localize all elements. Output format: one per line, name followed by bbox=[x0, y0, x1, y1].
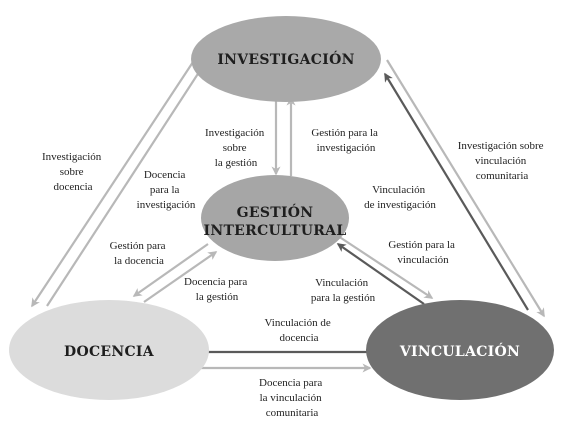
node-docencia-label: DOCENCIA bbox=[64, 344, 155, 360]
node-gestion-label-line1: GESTIÓN bbox=[237, 203, 314, 221]
label-inv-sobre-vinc: Investigación sobre vinculación comunita… bbox=[458, 140, 547, 182]
arrow-gestion-to-vinc bbox=[337, 235, 434, 299]
arrow-gestion-to-docencia bbox=[132, 243, 209, 297]
node-investigacion-label: INVESTIGACIÓN bbox=[217, 50, 354, 68]
label-gestion-para-vinc: Gestión para la vinculación bbox=[388, 239, 457, 266]
arrow-inv-to-docencia bbox=[31, 61, 194, 308]
node-gestion-label-line2: INTERCULTURAL bbox=[204, 223, 347, 239]
node-vinculacion bbox=[366, 300, 554, 400]
label-inv-sobre-gestion: Investigación sobre la gestión bbox=[205, 127, 267, 169]
arrow-vinc-to-gestion bbox=[336, 243, 425, 305]
arrow-docencia-to-inv bbox=[46, 64, 204, 307]
label-docencia-para-vinc: Docencia para la vinculación comunitaria bbox=[259, 377, 325, 419]
label-gestion-para-docencia: Gestión para la docencia bbox=[110, 240, 169, 267]
label-docencia-para-gestion: Docencia para la gestión bbox=[184, 276, 250, 303]
label-gestion-para-inv: Gestión para la investigación bbox=[311, 127, 380, 154]
node-investigacion bbox=[191, 16, 381, 102]
arrow-docencia-to-gestion bbox=[143, 251, 218, 303]
label-vinc-de-inv: Vinculación de investigación bbox=[364, 184, 436, 211]
label-vinc-de-docencia: Vinculación de docencia bbox=[265, 317, 334, 344]
label-vinc-para-gestion: Vinculación para la gestión bbox=[311, 277, 376, 304]
node-docencia bbox=[9, 300, 209, 400]
arrow-vinc-to-inv bbox=[384, 72, 529, 311]
node-vinculacion-label: VINCULACIÓN bbox=[399, 342, 520, 360]
arrow-inv-to-vinc bbox=[386, 59, 545, 318]
label-inv-sobre-docencia: Investigación sobre docencia bbox=[42, 151, 104, 193]
node-gestion bbox=[201, 175, 349, 261]
label-docencia-para-inv: Docencia para la investigación bbox=[137, 169, 196, 211]
